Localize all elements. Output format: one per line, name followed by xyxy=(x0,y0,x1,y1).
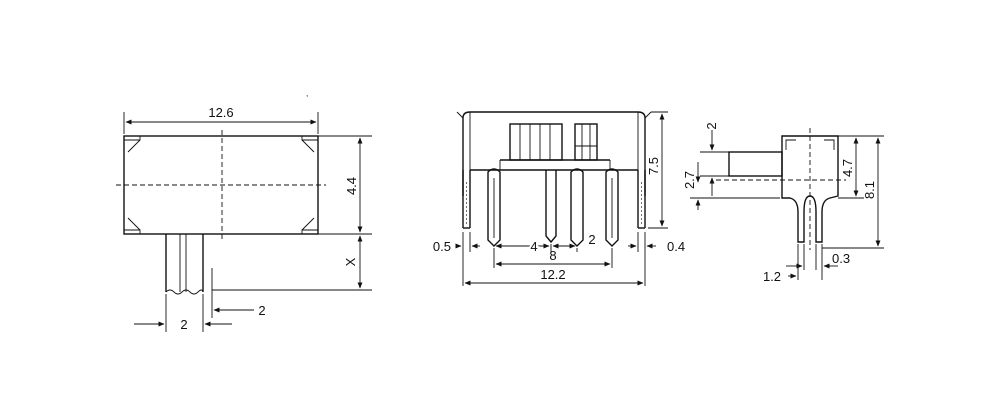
front-left-pin-dim: 0.5 xyxy=(433,239,451,254)
side-knob-offset-dim: 2.7 xyxy=(682,171,697,189)
top-x-dim: X xyxy=(343,257,358,266)
side-pin-thickness-dim: 0.3 xyxy=(832,251,850,266)
side-body-dim: 4.7 xyxy=(840,159,855,177)
front-view: 7.5 0.5 4 2 0.4 8 12.2 xyxy=(433,111,685,286)
front-left-leg xyxy=(462,170,471,229)
front-span-dim: 8 xyxy=(549,248,556,263)
top-width-dim: 12.6 xyxy=(208,105,233,120)
side-view-knob xyxy=(728,151,783,177)
top-slot-offset-dim: 2 xyxy=(258,303,265,318)
side-total-dim: 8.1 xyxy=(862,181,877,199)
side-pin-width-dim: 1.2 xyxy=(763,269,781,284)
front-total-dim: 12.2 xyxy=(540,267,565,282)
front-right-pin-dim: 0.4 xyxy=(667,239,685,254)
front-right-leg xyxy=(637,170,646,229)
side-view: 2 2.7 4.7 8.1 0.3 1.2 xyxy=(682,122,884,284)
top-view: 12.6 4.4 X 2 2 , xyxy=(116,89,372,332)
top-height-dim: 4.4 xyxy=(344,177,359,195)
front-height-dim: 7.5 xyxy=(646,157,661,175)
front-pins xyxy=(487,168,619,247)
svg-text:,: , xyxy=(306,89,308,98)
side-knob-dim: 2 xyxy=(704,122,719,129)
top-slot-width-dim: 2 xyxy=(180,317,187,332)
top-view-knob xyxy=(165,234,204,295)
front-outer-pitch-dim: 4 xyxy=(530,239,537,254)
front-inner-pitch-dim: 2 xyxy=(588,232,595,247)
